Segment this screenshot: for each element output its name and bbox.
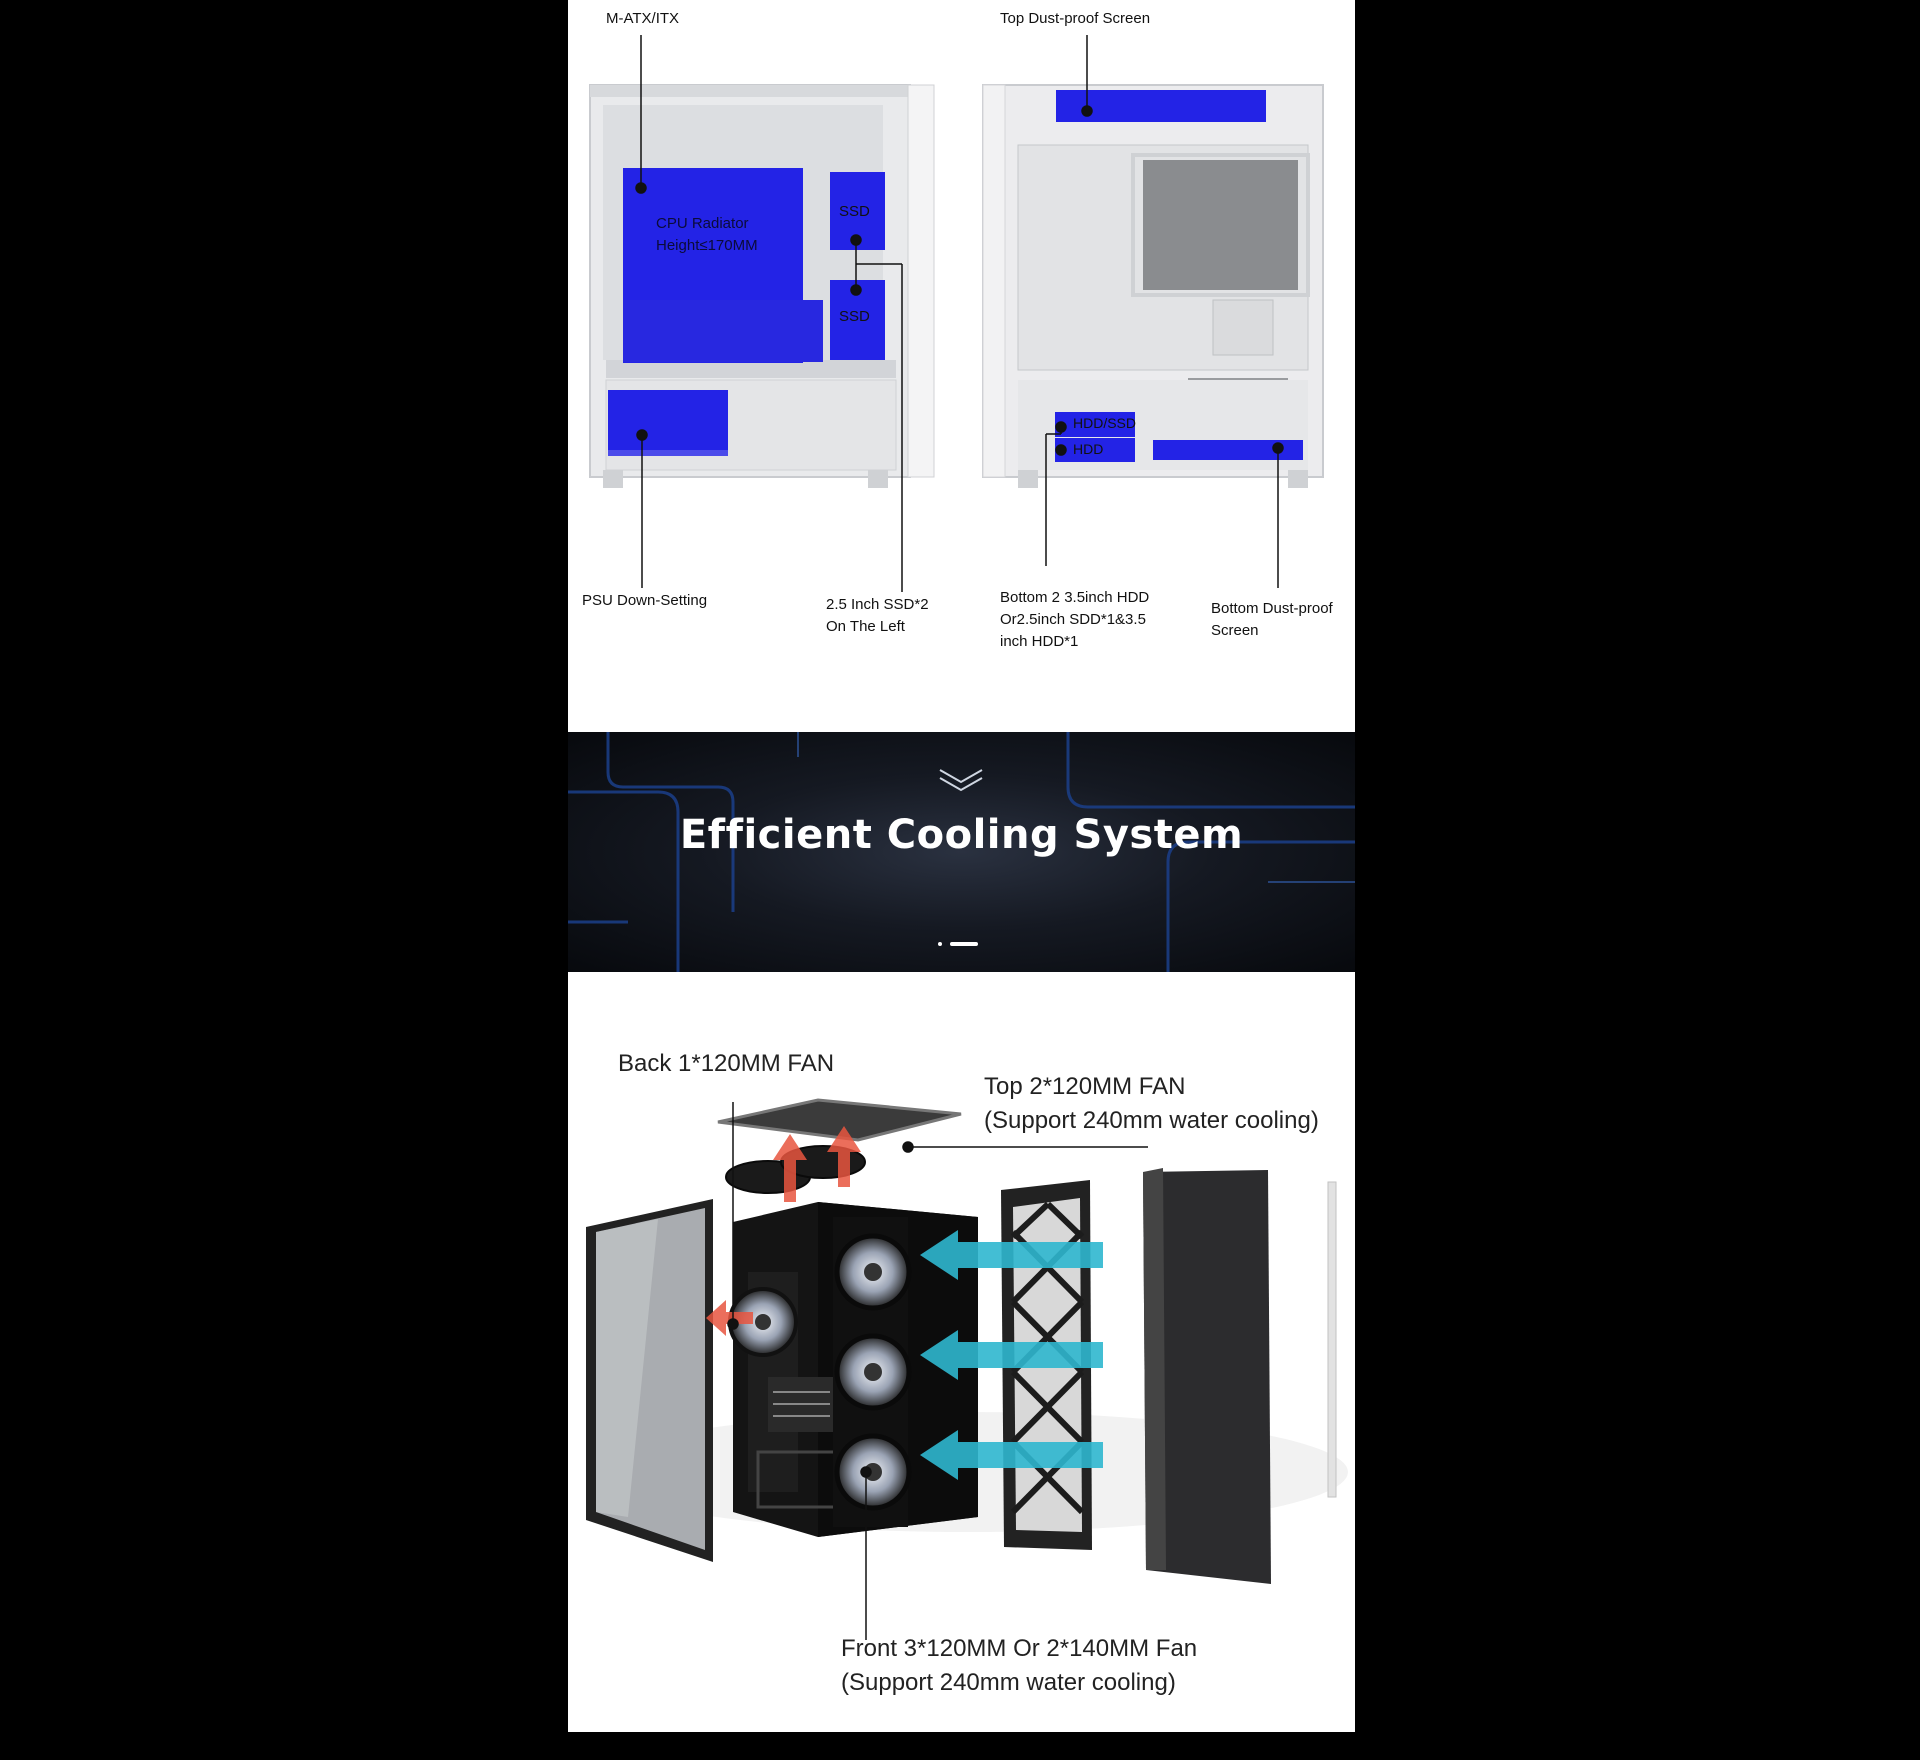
label-back-fan: Back 1*120MM FAN: [618, 1050, 835, 1077]
intake-arrows: [920, 1230, 1103, 1480]
back-fan: [728, 1287, 798, 1357]
carousel-indicator: [938, 935, 979, 953]
label-top-fan: Top 2*120MM FAN (Support 240mm water coo…: [984, 1073, 1319, 1134]
cooling-panel: Back 1*120MM FAN Top 2*120MM FAN (Suppor…: [568, 972, 1355, 1732]
case-side-views: [589, 35, 1324, 592]
circuit-background: [568, 732, 1355, 972]
label-ssd-left: 2.5 Inch SSD*2 On The Left: [826, 596, 929, 635]
label-bottom-dust-screen: Bottom Dust-proof Screen: [1211, 600, 1333, 639]
label-front-fan: Front 3*120MM Or 2*140MM Fan (Support 24…: [841, 1635, 1198, 1696]
front-fans: [833, 1217, 912, 1527]
banner-title: Efficient Cooling System: [679, 812, 1244, 858]
label-matx-itx: M-ATX/ITX: [606, 10, 680, 27]
label-cpu-radiator: CPU Radiator Height≤170MM: [656, 215, 758, 254]
side-strip: [1327, 1181, 1337, 1498]
top-dust-filter: [717, 1098, 962, 1142]
indicator-dot: [938, 941, 942, 946]
label-hdd: HDD: [1073, 441, 1104, 457]
label-psu-down-setting: PSU Down-Setting: [582, 592, 708, 609]
indicator-active-bar: [950, 941, 979, 946]
label-top-dust-screen: Top Dust-proof Screen: [1000, 10, 1151, 27]
double-chevron-down-icon: [939, 769, 983, 792]
cooling-callout-lines: [727, 1102, 1148, 1640]
case-layout-panel: M-ATX/ITX Top Dust-proof Screen CPU Radi…: [568, 0, 1355, 732]
label-hdd-ssd: HDD/SSD: [1073, 415, 1137, 431]
label-ssd-bottom: SSD: [839, 308, 870, 325]
glass-side-panel: [586, 1199, 713, 1562]
label-ssd-top: SSD: [839, 203, 870, 220]
label-bottom-hdd: Bottom 2 3.5inch HDD Or2.5inch SDD*1&3.5…: [1000, 589, 1150, 650]
callout-lines: [635, 35, 1284, 592]
exhaust-arrows: [706, 1126, 861, 1336]
cooling-banner: Efficient Cooling System: [568, 732, 1355, 972]
left-case-view: [589, 84, 935, 488]
right-case-view: [982, 84, 1324, 488]
exploded-case-illustration: [586, 1098, 1348, 1640]
front-panel: [1143, 1168, 1271, 1584]
